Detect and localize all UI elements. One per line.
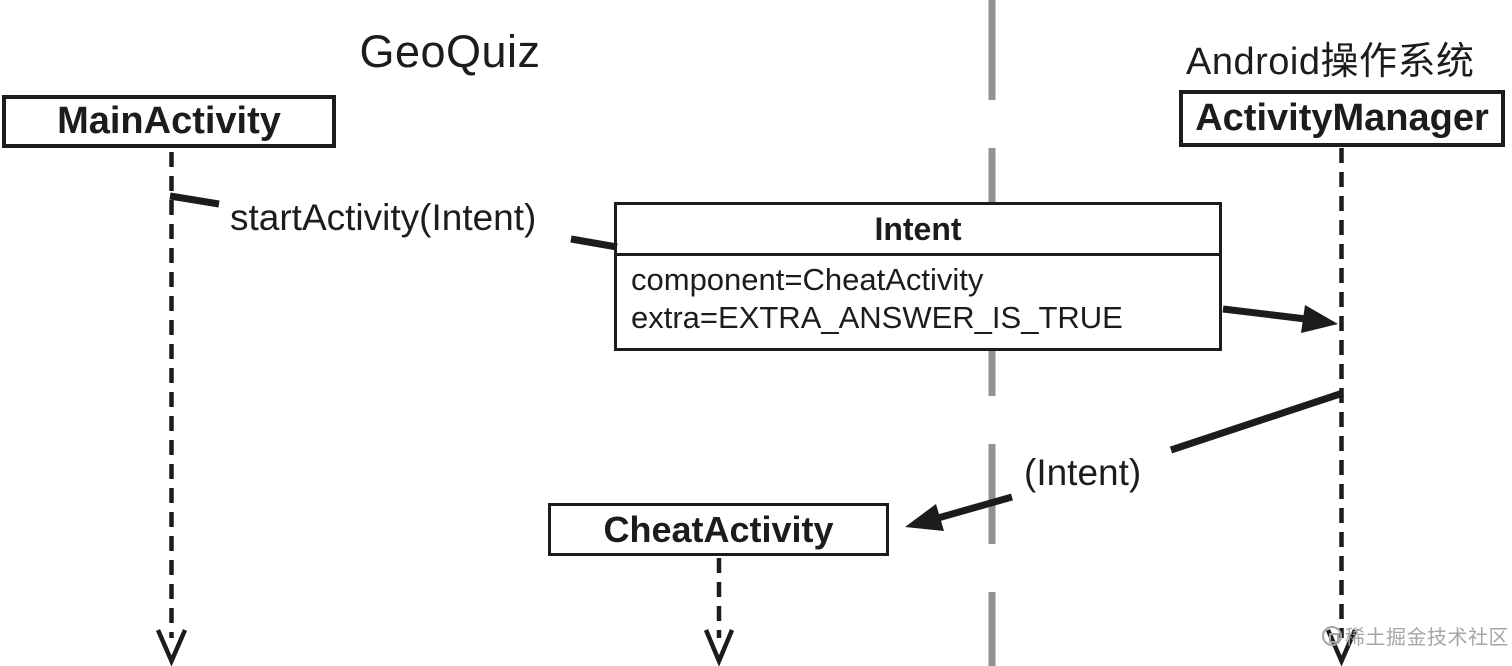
os-to-cheat-arrowhead-icon <box>905 504 944 531</box>
intent-box-fields: component=CheatActivity extra=EXTRA_ANSW… <box>617 256 1219 337</box>
app-section-title: GeoQuiz <box>359 26 541 77</box>
intent-component-field: component=CheatActivity <box>631 262 984 297</box>
main-activity-lifeline-arrowhead-icon <box>155 629 188 666</box>
activity-manager-box: ActivityManager <box>1179 90 1505 147</box>
intent-param-label: (Intent) <box>1024 452 1142 493</box>
intent-extra-field: extra=EXTRA_ANSWER_IS_TRUE <box>631 300 1123 335</box>
intent-to-os-arrowhead-icon <box>1301 305 1338 333</box>
activity-manager-label: ActivityManager <box>1195 97 1489 139</box>
start-activity-connector-tick-left <box>169 192 220 208</box>
intent-detail-box: Intent component=CheatActivity extra=EXT… <box>614 202 1222 351</box>
start-activity-call-label: startActivity(Intent) <box>230 197 537 238</box>
cheat-activity-label: CheatActivity <box>603 508 834 550</box>
os-section-title: Android操作系统 <box>1186 41 1475 83</box>
start-activity-connector-tick-right <box>570 235 618 251</box>
main-activity-box: MainActivity <box>2 95 336 148</box>
watermark-logo-icon <box>1322 625 1342 646</box>
main-activity-label: MainActivity <box>57 100 281 142</box>
os-to-cheat-arrow-line-upper <box>1169 389 1345 454</box>
watermark-text: 稀土掘金技术社区 <box>1345 627 1509 649</box>
cheat-activity-lifeline-arrowhead-icon <box>703 629 735 666</box>
intent-box-title: Intent <box>617 205 1219 256</box>
cheat-activity-box: CheatActivity <box>548 503 889 556</box>
os-to-cheat-arrow-line-lower <box>937 493 1013 522</box>
intent-to-os-arrow-line <box>1222 305 1307 323</box>
watermark: 稀土掘金技术社区 <box>1322 621 1509 650</box>
